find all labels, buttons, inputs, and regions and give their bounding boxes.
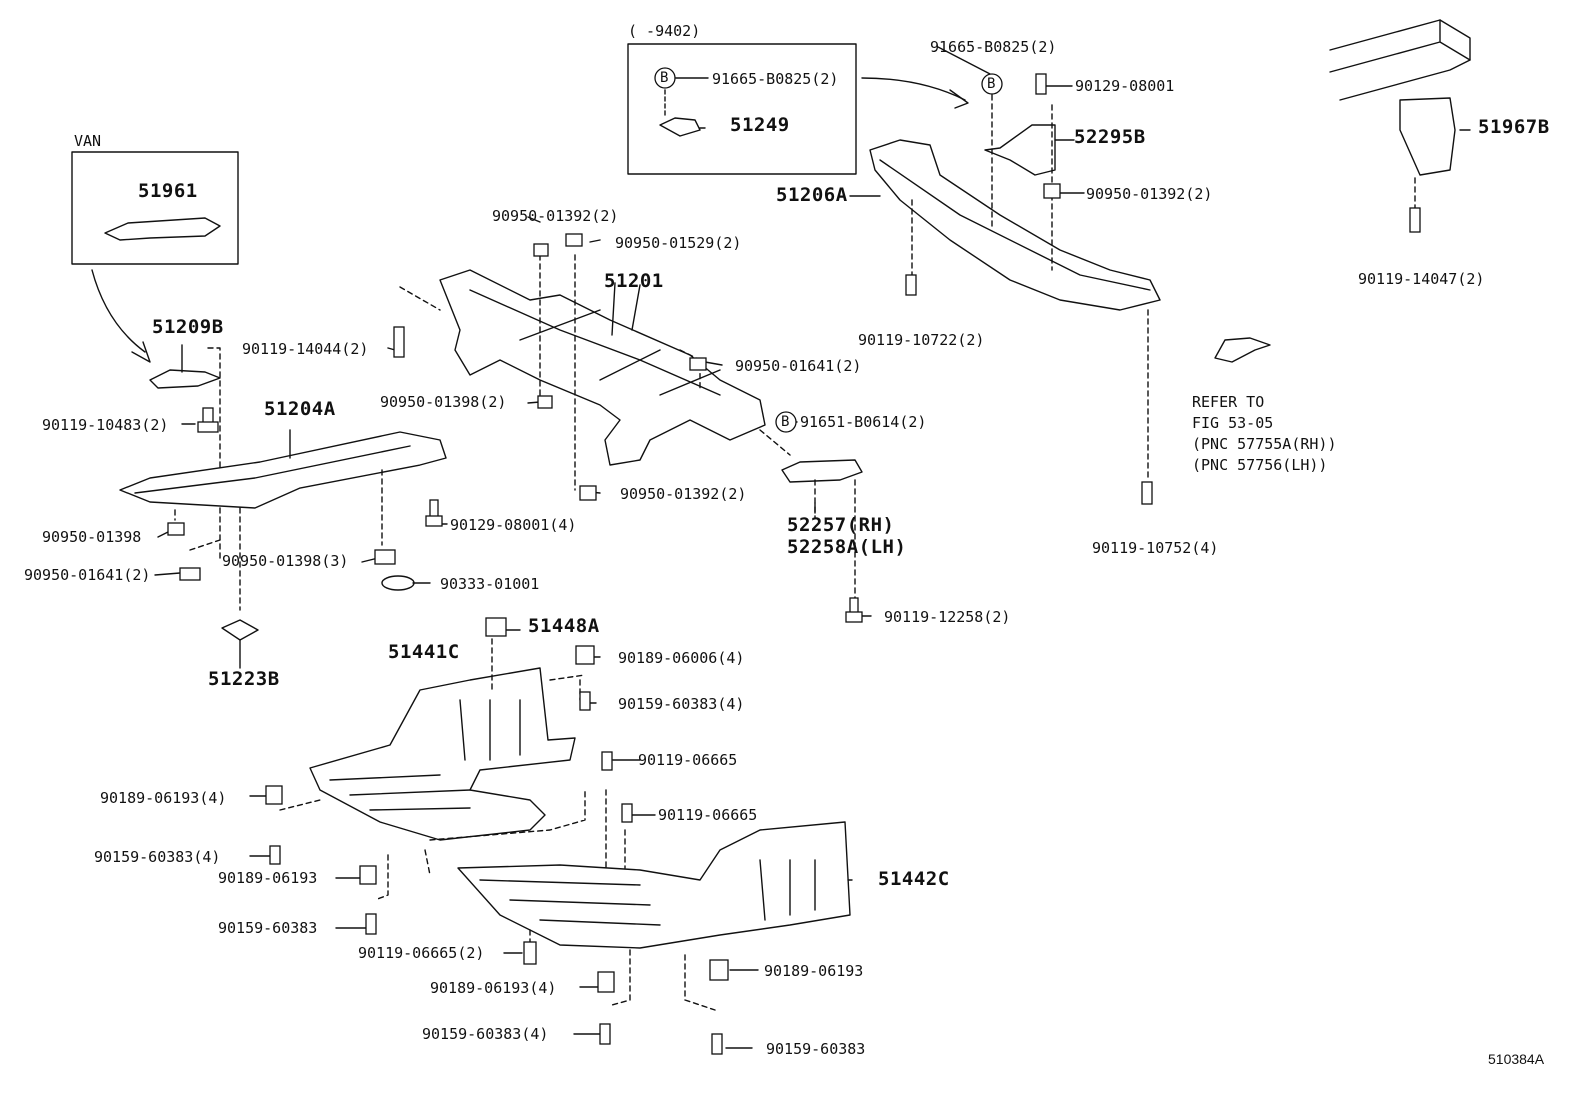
date-range-label: ( -9402) [628, 22, 701, 40]
part-label-51442C: 51442C [878, 868, 950, 890]
part-label-51961: 51961 [138, 180, 198, 202]
rail-drawing [1329, 19, 1471, 101]
part-label-90189-06193-b: 90189-06193 [764, 962, 864, 980]
part-label-90159-60383-4c: 90159-60383(4) [422, 1025, 549, 1043]
part-label-51448A: 51448A [528, 615, 600, 637]
refer-note-line-3: (PNC 57755A(RH)) [1192, 435, 1337, 453]
b-markers [654, 67, 1003, 433]
part-label-51967B: 51967B [1478, 116, 1550, 138]
part-label-90159-60383-4a: 90159-60383(4) [618, 695, 745, 713]
part-label-90189-06193-4b: 90189-06193(4) [430, 979, 557, 997]
b-marker-1: B [660, 70, 669, 86]
part-label-90119-14047: 90119-14047(2) [1358, 270, 1485, 288]
inset-arrow [861, 77, 966, 101]
part-label-90119-10752: 90119-10752(4) [1092, 539, 1219, 557]
part-label-51206A: 51206A [776, 184, 848, 206]
part-label-90159-60383-4b: 90159-60383(4) [94, 848, 221, 866]
part-label-52295B: 52295B [1074, 126, 1146, 148]
part-51442C-drawing [457, 821, 851, 949]
part-label-90119-10483: 90119-10483(2) [42, 416, 169, 434]
refer-note-line-4: (PNC 57756(LH)) [1192, 456, 1328, 474]
part-label-51223B: 51223B [208, 668, 280, 690]
part-label-51441C: 51441C [388, 641, 460, 663]
part-label-91665-B0825: 91665-B0825(2) [930, 38, 1057, 56]
refer-note-line-1: REFER TO [1192, 393, 1265, 411]
part-51223B-drawing [221, 619, 259, 641]
van-inset-box [71, 151, 239, 265]
part-label-90950-01392-b: 90950-01392(2) [620, 485, 747, 503]
part-label-90119-06665-a: 90119-06665 [638, 751, 738, 769]
part-label-90119-06665-2: 90119-06665(2) [358, 944, 485, 962]
part-label-90119-12258: 90119-12258(2) [884, 608, 1011, 626]
part-label-90189-06193-a: 90189-06193 [218, 869, 318, 887]
refer-note-line-2: FIG 53-05 [1192, 414, 1274, 432]
part-label-90333-01001: 90333-01001 [440, 575, 540, 593]
part-label-51249: 51249 [730, 114, 790, 136]
part-label-90950-01398-3: 90950-01398(3) [222, 552, 349, 570]
van-arrow [91, 269, 146, 353]
part-51201-drawing [439, 269, 766, 466]
part-label-90159-60383-b: 90159-60383 [766, 1040, 866, 1058]
part-label-90119-14044: 90119-14044(2) [242, 340, 369, 358]
part-51441C-drawing [309, 667, 576, 841]
part-label-51209B: 51209B [152, 316, 224, 338]
part-52257-drawing [781, 459, 863, 483]
part-label-51204A: 51204A [264, 398, 336, 420]
part-51209B-drawing [149, 369, 221, 389]
part-label-90129-08001-4: 90129-08001(4) [450, 516, 577, 534]
part-51961-drawing [104, 217, 221, 241]
part-label-91651-B0614: 91651-B0614(2) [800, 413, 927, 431]
part-51249-drawing [659, 117, 701, 137]
leader-lines [154, 46, 1471, 1049]
part-label-90159-60383-a: 90159-60383 [218, 919, 318, 937]
part-label-51201: 51201 [604, 270, 664, 292]
part-label-52258A: 52258A(LH) [787, 536, 907, 558]
van-label: VAN [74, 132, 102, 150]
part-51967B-drawing [1399, 97, 1456, 176]
part-label-91665-B0825-inset: 91665-B0825(2) [712, 70, 839, 88]
b-marker-2: B [987, 76, 996, 92]
part-52295B-drawing [984, 124, 1056, 176]
part-label-90189-06006: 90189-06006(4) [618, 649, 745, 667]
part-label-90950-01641: 90950-01641(2) [24, 566, 151, 584]
figure-code: 510384A [1488, 1051, 1545, 1067]
part-label-90189-06193-4a: 90189-06193(4) [100, 789, 227, 807]
part-label-90950-01641-b: 90950-01641(2) [735, 357, 862, 375]
part-label-90950-01398-2: 90950-01398(2) [380, 393, 507, 411]
part-label-90119-10722: 90119-10722(2) [858, 331, 985, 349]
part-label-90119-06665-b: 90119-06665 [658, 806, 758, 824]
part-90333-01001-drawing [381, 575, 415, 591]
inset-9402-box [627, 43, 857, 175]
part-label-90950-01398: 90950-01398 [42, 528, 142, 546]
part-label-52257: 52257(RH) [787, 514, 895, 536]
part-51204A-drawing [119, 431, 447, 509]
fasteners [167, 73, 1421, 1055]
b-marker-3: B [781, 414, 790, 430]
part-label-90950-01392-c: 90950-01392(2) [1086, 185, 1213, 203]
part-51206A-drawing [869, 139, 1161, 311]
part-label-90950-01529: 90950-01529(2) [615, 234, 742, 252]
part-label-90950-01392-a: 90950-01392(2) [492, 207, 619, 225]
clamp-drawing [1214, 337, 1271, 363]
part-label-90129-08001: 90129-08001 [1075, 77, 1175, 95]
